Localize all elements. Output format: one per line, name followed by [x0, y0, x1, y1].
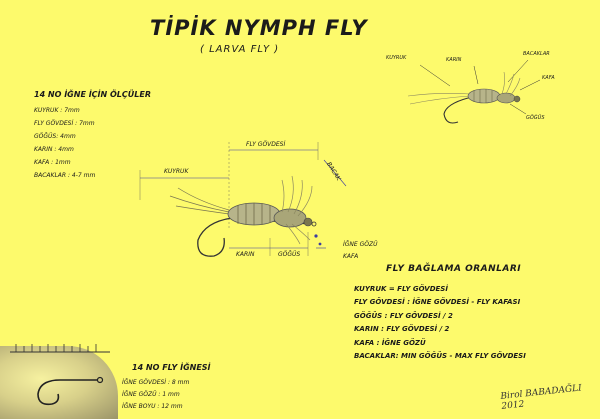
ratio-item: KAFA : İĞNE GÖZÜ — [354, 338, 426, 347]
small-label-belly: KARIN — [446, 57, 462, 63]
hook-list: İĞNE GÖVDESİ : 8 mm İĞNE GÖZÜ : 1 mm İĞN… — [122, 377, 189, 413]
label-fly-body: FLY GÖVDESİ — [246, 141, 286, 148]
label-tail: KUYRUK — [164, 168, 189, 175]
spec-item: FLY GÖVDESİ : 7mm — [34, 120, 95, 127]
label-head: KAFA — [343, 253, 359, 260]
small-label-legs: BACAKLAR — [523, 51, 550, 57]
label-belly: KARIN — [236, 251, 255, 258]
spec-item: KUYRUK : 7mm — [34, 107, 80, 114]
hook-item: İĞNE GÖZÜ : 1 mm — [122, 391, 180, 398]
label-hook-eye: İĞNE GÖZÜ — [343, 241, 378, 248]
small-label-head: KAFA — [542, 75, 555, 81]
dimension-line-legs — [323, 159, 347, 187]
hook-heading: 14 NO FLY İĞNESİ — [132, 363, 211, 372]
spec-item: KARIN : 4mm — [34, 146, 74, 153]
page-subtitle: ( LARVA FLY ) — [200, 44, 280, 55]
hook-bend — [197, 217, 233, 257]
ratio-item: KUYRUK = FLY GÖVDESİ — [354, 285, 448, 293]
fly-thorax — [273, 208, 307, 228]
hook-eye-marker — [314, 234, 318, 238]
main-fly-drawing — [139, 142, 347, 257]
specs-heading: 14 NO İĞNE İÇİN ÖLÇÜLER — [34, 90, 151, 99]
spec-item: GÖĞÜS: 4mm — [34, 133, 76, 140]
ratios-heading: FLY BAĞLAMA ORANLARI — [386, 264, 522, 274]
small-label-chest: GÖĞÜS — [526, 115, 545, 121]
hook-item: İĞNE GÖVDESİ : 8 mm — [122, 379, 190, 386]
ratio-item: KARIN : FLY GÖVDESİ / 2 — [354, 325, 450, 334]
head-marker — [318, 242, 322, 246]
fly-head — [303, 217, 313, 227]
ratio-item: BACAKLAR: MIN GÖĞÜS - MAX FLY GÖVDESI — [354, 352, 526, 361]
spec-item: KAFA : 1mm — [34, 159, 71, 166]
hook-item: İĞNE BOYU : 12 mm — [122, 403, 183, 410]
label-chest: GÖĞÜS — [278, 251, 301, 258]
small-label-tail: KUYRUK — [386, 55, 407, 61]
ratio-item: FLY GÖVDESİ : İĞNE GÖVDESİ - FLY KAFASI — [354, 298, 521, 307]
small-fly-drawing — [407, 59, 541, 124]
spec-item: BACAKLAR : 4-7 mm — [34, 172, 96, 179]
page-title: TİPİK NYMPH FLY — [150, 16, 368, 40]
hook-photo-drawing — [10, 344, 110, 406]
ratio-item: GÖĞÜS : FLY GÖVDESİ / 2 — [354, 311, 453, 320]
ratios-list: KUYRUK = FLY GÖVDESİ FLY GÖVDESİ : İĞNE … — [354, 283, 526, 363]
specs-list: KUYRUK : 7mm FLY GÖVDESİ : 7mm GÖĞÜS: 4m… — [34, 104, 95, 182]
